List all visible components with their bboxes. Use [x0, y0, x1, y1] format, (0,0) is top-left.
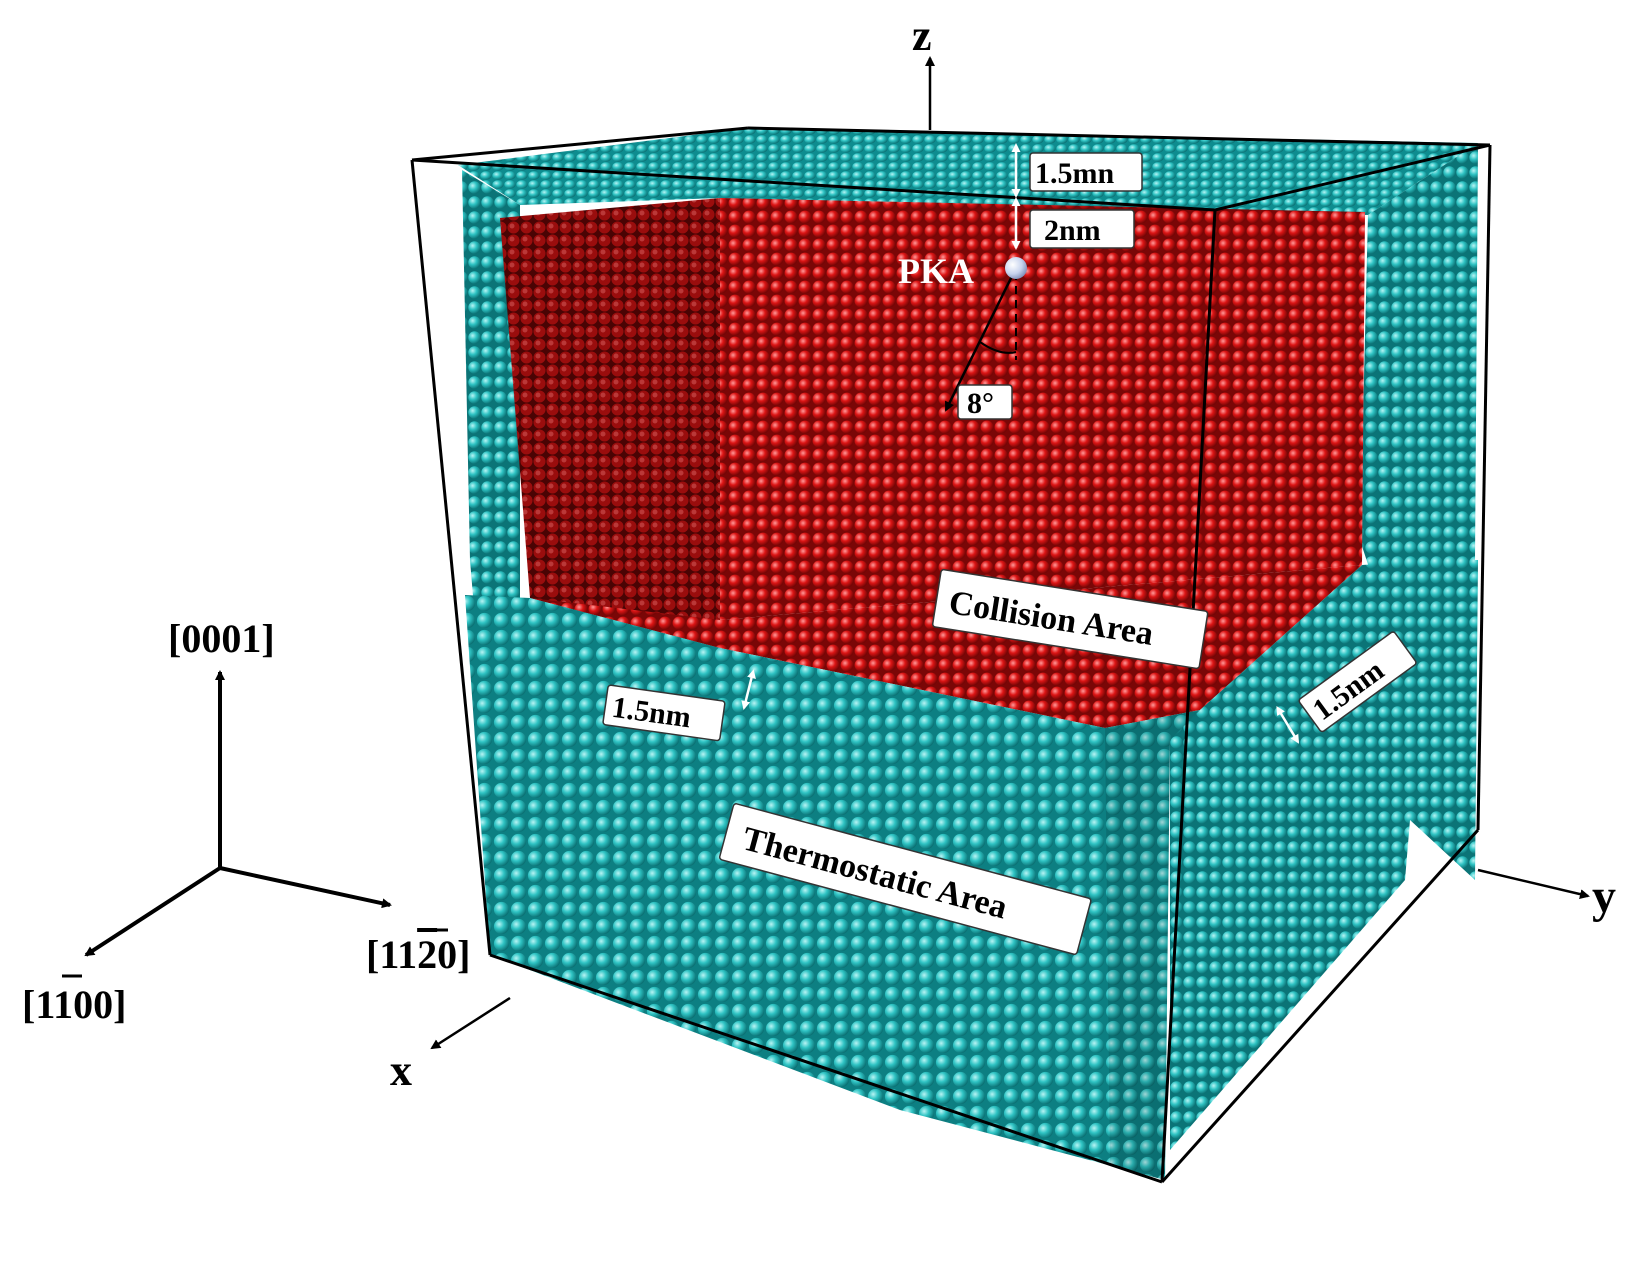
front-layer-dimension: 1.5nm	[602, 669, 756, 742]
crystal-orientation-axes	[84, 670, 392, 957]
x-axis-label: x	[390, 1046, 412, 1095]
angle-label: 8°	[967, 387, 994, 420]
box-axes	[430, 56, 1590, 1050]
pka-depth-dimension: 2nm	[1011, 197, 1135, 250]
direction-1-100-arrow	[84, 866, 222, 957]
collision-left-face	[500, 198, 720, 648]
thermostatic-right-lower	[1170, 560, 1478, 1150]
pka-depth-label: 2nm	[1044, 214, 1101, 247]
x-axis-line	[430, 996, 511, 1050]
simulation-box-outline	[410, 126, 1492, 1184]
y-axis-line	[1477, 868, 1590, 900]
thermostatic-top-layer	[458, 128, 1478, 215]
top-layer-dimension: 1.5mn	[1011, 143, 1143, 198]
thermostatic-right-wall	[1360, 143, 1478, 595]
direction-1-100-label: [1100]	[22, 982, 126, 1027]
pka-group: PKA 8°	[898, 251, 1027, 420]
collision-back-face	[720, 198, 1365, 620]
z-axis-label: z	[912, 11, 932, 60]
top-layer-label: 1.5mn	[1035, 157, 1114, 190]
pka-label: PKA	[898, 251, 974, 291]
y-axis-label: y	[1592, 870, 1616, 923]
pka-atom	[1005, 257, 1027, 279]
direction-11-20-arrow	[219, 866, 392, 909]
direction-11-20-label: [1120]	[366, 932, 470, 977]
direction-0001-label: [0001]	[168, 616, 275, 661]
